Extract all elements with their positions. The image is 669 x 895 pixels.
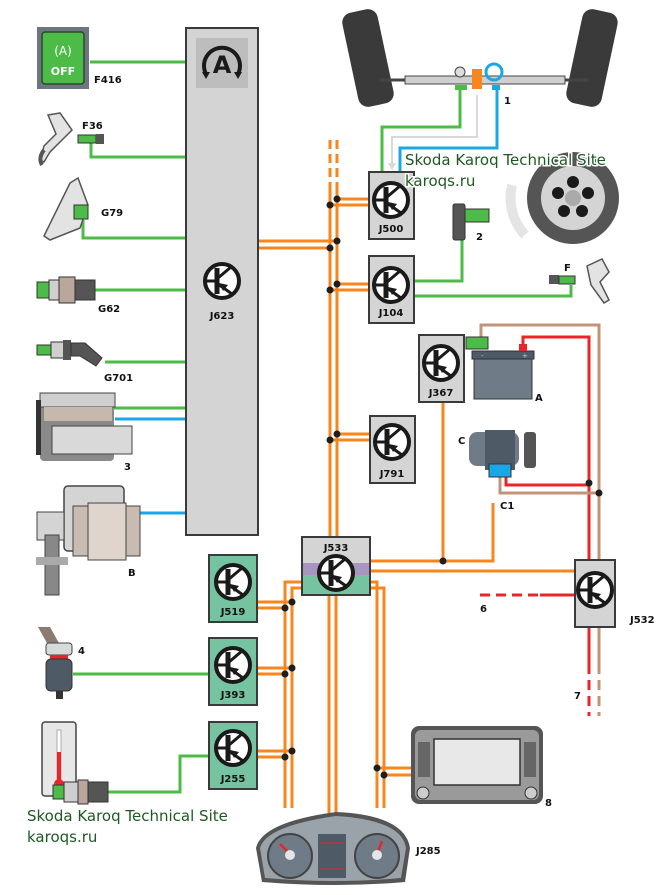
watermark-url: karoqs.ru: [405, 172, 475, 190]
red-dashed-wires: [480, 593, 591, 716]
wire-steering-green: [380, 88, 462, 172]
svg-text:A: A: [213, 51, 232, 79]
steering-rack-icon: [342, 9, 618, 107]
j104-label: J104: [378, 308, 404, 319]
j791-label: J791: [379, 469, 405, 480]
module-j367[interactable]: J367: [418, 334, 465, 403]
can-bus-dashed: [328, 140, 339, 183]
temperature-gauge-icon: [41, 721, 109, 805]
start-stop-A-icon: A: [202, 45, 242, 79]
brown-wires: [479, 323, 601, 664]
transistor-icon: [423, 346, 458, 380]
module-j623[interactable]: A J623: [185, 27, 259, 536]
clutch-pedal-icon: [38, 112, 104, 166]
seatbelt-buckle-icon: [38, 627, 73, 699]
radio-unit-icon[interactable]: [411, 726, 543, 804]
button-text: OFF: [51, 65, 75, 78]
watermark-url: karoqs.ru: [27, 828, 97, 846]
junction-dots: [281, 195, 603, 779]
f416-label: F416: [94, 75, 122, 86]
radio-label: 8: [545, 798, 552, 809]
transistor-icon: [374, 425, 409, 459]
accelerator-pedal-icon: [43, 176, 89, 241]
wire-sensor2: [412, 240, 464, 283]
module-j500[interactable]: J500: [368, 171, 415, 240]
module-j532[interactable]: J532: [574, 559, 655, 628]
brake-switch-label: F: [564, 263, 571, 274]
j533-label: J533: [323, 543, 349, 554]
steering-label: 1: [504, 96, 511, 107]
transistor-icon: [373, 268, 408, 302]
line7-label: 7: [574, 691, 581, 702]
line6-label: 6: [480, 604, 487, 615]
red-plus-wires: [504, 335, 591, 664]
module-j255[interactable]: J255: [208, 721, 258, 790]
f36-label: F36: [82, 121, 103, 132]
transistor-icon: [373, 183, 408, 217]
g79-label: G79: [101, 208, 123, 219]
module-j791[interactable]: J791: [369, 415, 416, 484]
green-signal-wires: [73, 60, 573, 794]
wire-steering-blue: [398, 88, 499, 172]
blue-signal-wires: [115, 88, 499, 515]
wheel-speed-sensor-icon: [452, 203, 490, 241]
battery-icon: - +: [465, 336, 535, 400]
j623-label: J623: [209, 311, 235, 322]
wheel-icon: [505, 152, 619, 244]
starter-motor-icon: [36, 485, 141, 596]
j519-label: J519: [220, 607, 246, 618]
battery-label: A: [535, 393, 543, 404]
start-stop-off-button[interactable]: (A) OFF: [37, 27, 89, 89]
wire-g79: [81, 220, 186, 240]
starter-label: B: [128, 568, 136, 579]
watermark-title: Skoda Karoq Technical Site: [405, 151, 606, 169]
battery-plus: +: [522, 352, 528, 360]
module-j393[interactable]: J393: [208, 637, 258, 706]
instrument-cluster-icon[interactable]: [256, 812, 410, 885]
transistor-icon: [215, 731, 250, 765]
transistor-icon: [204, 264, 239, 298]
g701-label: G701: [104, 373, 133, 384]
wire-brake-switch: [412, 285, 573, 298]
engine-icon: [36, 392, 133, 461]
transistor-icon: [577, 573, 612, 607]
coolant-temp-sensor-icon: [36, 276, 96, 304]
wire-temp: [108, 754, 212, 794]
g62-label: G62: [98, 304, 120, 315]
wire-f36: [89, 143, 186, 159]
seatbelt-label: 4: [78, 646, 85, 657]
alternator-label: C: [458, 436, 465, 447]
alternator-icon: [469, 430, 536, 478]
engine-label: 3: [124, 462, 131, 473]
j532-label: J532: [629, 615, 655, 626]
can-bus-wires: [258, 183, 575, 815]
transistor-icon: [318, 556, 353, 590]
sensor2-label: 2: [476, 232, 483, 243]
c1-label: C1: [500, 501, 514, 512]
j255-label: J255: [220, 774, 246, 785]
module-j533[interactable]: J533: [301, 536, 371, 596]
j500-label: J500: [378, 224, 404, 235]
pressure-sensor-icon: [36, 340, 103, 367]
j393-label: J393: [220, 690, 246, 701]
brake-pedal-icon: [549, 258, 610, 304]
battery-minus: -: [481, 352, 484, 360]
watermark-title: Skoda Karoq Technical Site: [27, 807, 228, 825]
transistor-icon: [215, 565, 250, 599]
button-symbol: (A): [54, 44, 72, 58]
module-j104[interactable]: J104: [368, 255, 415, 324]
j367-label: J367: [428, 388, 454, 399]
arrow-down-icon: [388, 163, 396, 170]
module-j519[interactable]: J519: [208, 554, 258, 623]
j285-label: J285: [415, 846, 441, 857]
transistor-icon: [215, 648, 250, 682]
wire-steering-gray: [391, 95, 478, 165]
